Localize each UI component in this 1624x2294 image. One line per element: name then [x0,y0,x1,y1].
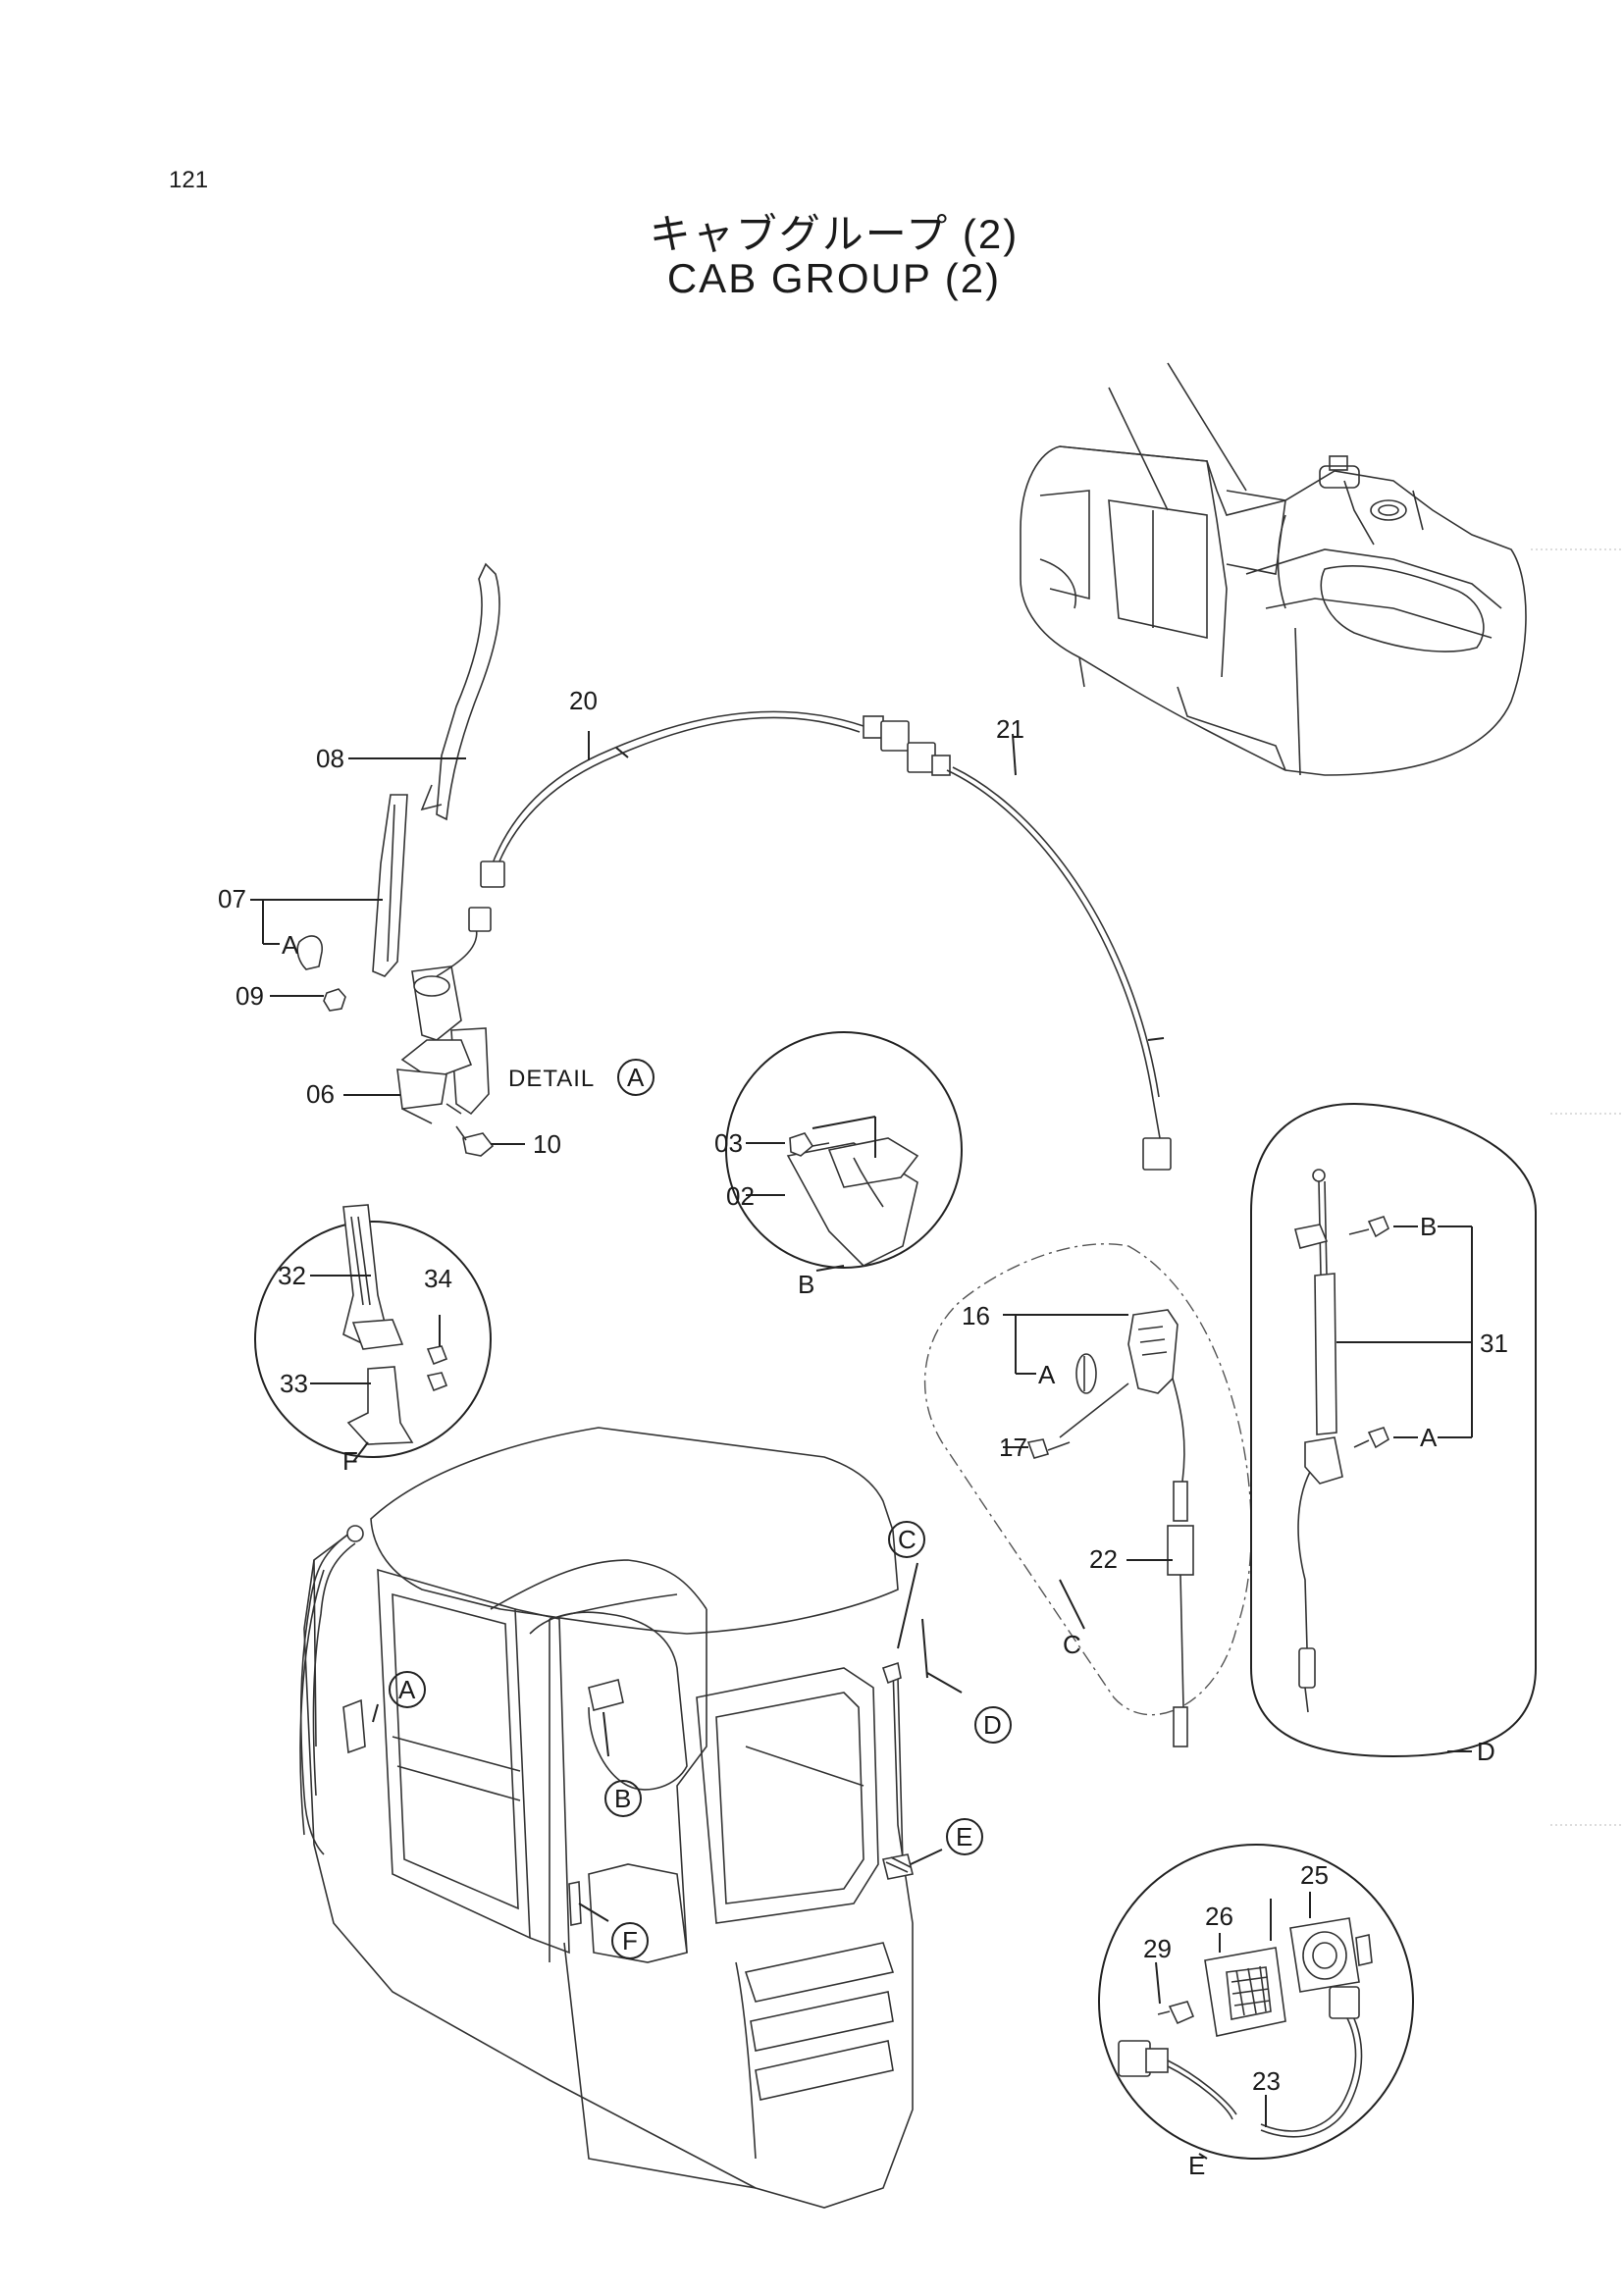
subref-07-a: A [282,930,299,960]
part-label-34: 34 [424,1264,452,1293]
detail-d-antenna [1250,1102,1537,1758]
cab-callout-d: D [983,1710,1002,1740]
detail-e-speaker [1098,1844,1414,2160]
part-label-03: 03 [714,1128,743,1158]
part-label-09: 09 [236,981,264,1011]
subref-31-a: A [1420,1423,1438,1452]
page-number: 121 [169,167,209,193]
part-label-32: 32 [278,1261,306,1290]
title-english: CAB GROUP (2) [666,255,1002,301]
detail-label-ref: A [627,1063,645,1092]
part-label-07: 07 [218,884,246,913]
part-label-31: 31 [1480,1329,1508,1358]
part-label-29: 29 [1143,1934,1172,1963]
detail-a-wiper-assembly [296,562,500,1157]
detail-ref-f: F [342,1446,358,1476]
cab-callout-a: A [398,1675,416,1704]
part-label-25: 25 [1300,1860,1329,1890]
cab-callout-c: C [898,1525,917,1554]
detail-b-light [725,1031,963,1269]
part-label-08: 08 [316,744,344,773]
detail-ref-c: C [1063,1630,1081,1659]
wiring-harness-20-21 [480,710,1172,1171]
detail-ref-b: B [798,1270,814,1299]
title-japanese: キャブグループ (2) [649,211,1020,257]
subref-31-b: B [1420,1212,1437,1241]
leader-lines [250,731,1472,2160]
margin-guides [1531,548,1624,1826]
part-label-26: 26 [1205,1902,1233,1931]
part-label-23: 23 [1252,2066,1281,2096]
cab-callout-e: E [956,1822,972,1851]
excavator-overview-drawing [1020,362,1527,776]
detail-f-pedal [254,1204,492,1458]
part-label-17: 17 [999,1433,1027,1462]
cab-callout-b: B [614,1784,631,1813]
detail-ref-e: E [1188,2151,1205,2180]
part-label-10: 10 [533,1129,561,1159]
cab-callout-f: F [622,1926,638,1955]
part-label-33: 33 [280,1369,308,1398]
part-label-20: 20 [569,686,598,715]
detail-label-text: DETAIL [508,1066,595,1092]
part-label-22: 22 [1089,1544,1118,1574]
detail-ref-d: D [1477,1737,1495,1766]
part-label-02: 02 [726,1181,755,1211]
detail-c-room-light [923,1243,1252,1747]
subref-16-a: A [1038,1360,1056,1389]
part-label-21: 21 [996,714,1024,744]
part-label-16: 16 [962,1301,990,1330]
part-label-06: 06 [306,1079,335,1109]
cab-main-drawing [299,1427,928,2209]
